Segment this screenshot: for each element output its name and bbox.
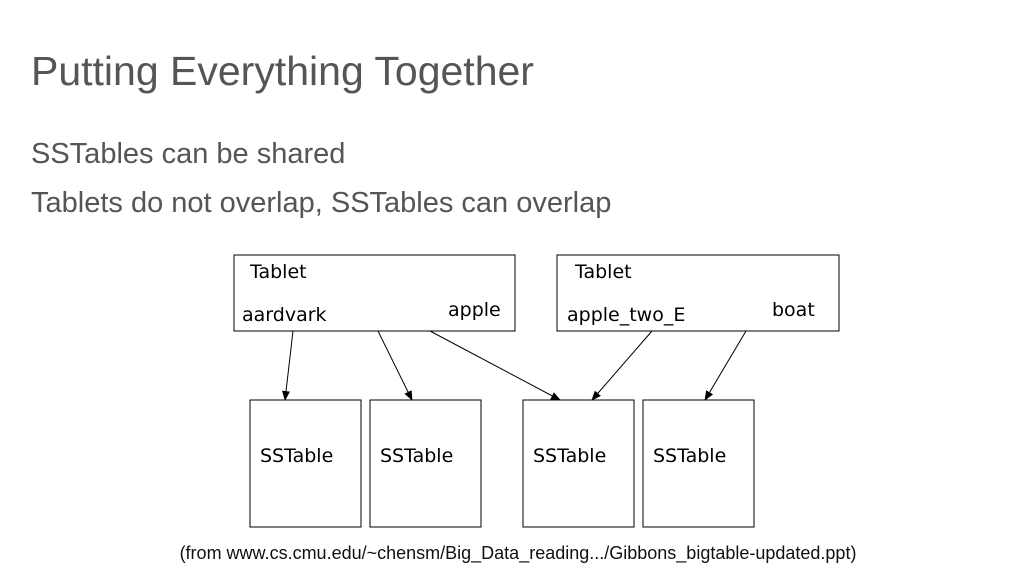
arrow-tablet2-to-sstable3 — [591, 330, 653, 401]
source-caption: (from www.cs.cmu.edu/~chensm/Big_Data_re… — [179, 543, 857, 563]
tablet-1-box — [233, 254, 516, 332]
sstable-1-label: SSTable — [260, 445, 333, 467]
sstable-4-box — [642, 399, 755, 528]
bullet-sstables-shared: SSTables can be shared — [31, 138, 346, 170]
tablet-1-start-key: aardvark — [242, 304, 327, 326]
sstable-4: SSTable — [642, 399, 755, 528]
tablet-1-end-key: apple — [448, 299, 501, 321]
tablet-2-box — [556, 254, 840, 332]
arrow-tablet1-to-sstable1 — [282, 330, 294, 401]
sstable-3: SSTable — [522, 399, 635, 528]
tablet-1: Tablet aardvark apple — [233, 254, 516, 332]
tablet-1-label: Tablet — [249, 261, 307, 283]
sstable-2-box — [369, 399, 482, 528]
tablet-2: Tablet apple_two_E boat — [556, 254, 840, 332]
sstable-2-label: SSTable — [380, 445, 453, 467]
slide-title: Putting Everything Together — [31, 48, 534, 94]
arrow-tablet2-to-sstable4 — [704, 330, 747, 401]
sstable-3-box — [522, 399, 635, 528]
sstable-2: SSTable — [369, 399, 482, 528]
sstable-3-label: SSTable — [533, 445, 606, 467]
sstable-1: SSTable — [249, 399, 362, 528]
arrow-tablet1-to-sstable2 — [377, 330, 413, 401]
tablet-2-label: Tablet — [574, 261, 632, 283]
sstable-1-box — [249, 399, 362, 528]
tablet-2-start-key: apple_two_E — [567, 304, 685, 326]
bullet-tablets-overlap: Tablets do not overlap, SSTables can ove… — [31, 187, 612, 219]
sstable-4-label: SSTable — [653, 445, 726, 467]
tablet-2-end-key: boat — [772, 299, 815, 321]
arrow-tablet1-to-sstable3 — [429, 330, 561, 401]
